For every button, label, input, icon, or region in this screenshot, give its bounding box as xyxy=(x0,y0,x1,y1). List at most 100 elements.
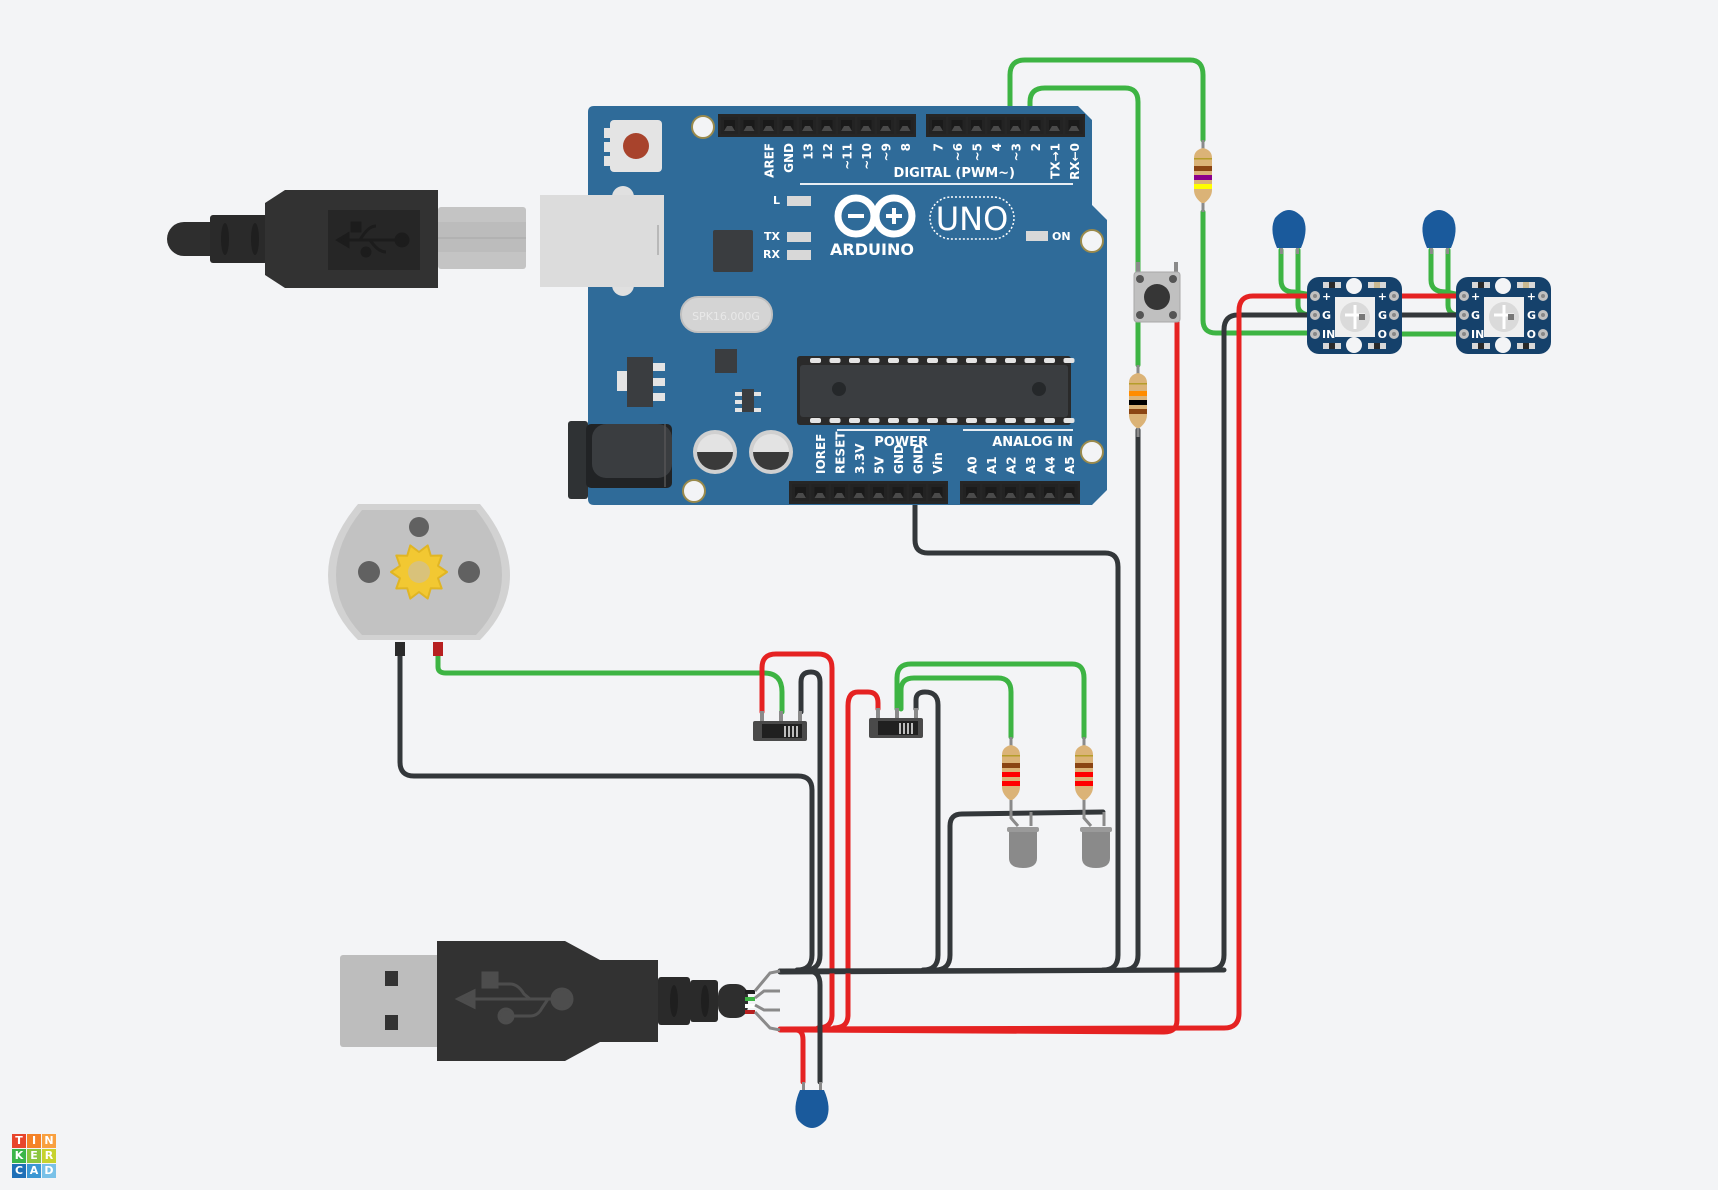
resistor-neopixel-data[interactable] xyxy=(1194,140,1212,212)
wire-black-usb-gnd[interactable] xyxy=(777,967,1227,974)
usb-a-cable[interactable] xyxy=(340,941,781,1061)
ceramic-capacitor-neopixel-1[interactable] xyxy=(1272,210,1306,254)
pin-label: 12 xyxy=(821,143,835,160)
power-header[interactable] xyxy=(789,481,948,504)
led-2[interactable] xyxy=(1080,805,1112,868)
header-pin[interactable] xyxy=(857,117,875,134)
led-label-tx: TX xyxy=(764,230,781,243)
header-pin[interactable] xyxy=(818,117,836,134)
header-pin[interactable] xyxy=(1046,117,1063,134)
wire-black-switch2[interactable] xyxy=(913,689,941,973)
neopixel-1[interactable]: +GIN+GO xyxy=(1307,277,1402,354)
led-1[interactable] xyxy=(1007,805,1039,868)
wire-black-resistor-gnd[interactable] xyxy=(1120,427,1141,973)
header-pin[interactable] xyxy=(889,484,907,501)
header-pin[interactable] xyxy=(792,484,809,501)
wire-green-pin2[interactable] xyxy=(1027,85,1141,275)
led-l xyxy=(787,196,811,206)
resistor-led-1[interactable] xyxy=(1002,737,1020,809)
pin-label: Vin xyxy=(931,452,945,474)
dc-motor[interactable] xyxy=(328,504,510,656)
digital-header-left[interactable] xyxy=(718,114,916,137)
wire-black-arduino-gnd[interactable] xyxy=(912,487,1121,973)
wire-green-switch2-led2[interactable] xyxy=(894,661,1087,740)
header-pin[interactable] xyxy=(968,117,985,134)
header-pin[interactable] xyxy=(870,484,887,501)
pin-label: A5 xyxy=(1063,456,1077,474)
resistor-button-pulldown[interactable] xyxy=(1129,365,1147,437)
header-pin[interactable] xyxy=(1065,117,1083,134)
power-header-label: POWER xyxy=(874,435,928,450)
wire-black-switch1[interactable] xyxy=(798,669,823,973)
wire-green-motor[interactable] xyxy=(435,652,785,715)
header-pin[interactable] xyxy=(963,484,980,501)
resistor-led-2[interactable] xyxy=(1075,737,1093,809)
pushbutton[interactable] xyxy=(1133,262,1181,323)
header-pin[interactable] xyxy=(721,117,738,134)
logo-letter: R xyxy=(42,1149,56,1163)
wire-red-button-5v[interactable] xyxy=(797,319,1180,1035)
header-pin[interactable] xyxy=(929,117,946,134)
pin-label: A4 xyxy=(1044,456,1058,474)
electrolytic-capacitor-1 xyxy=(693,430,737,474)
header-pin[interactable] xyxy=(850,484,868,501)
header-pin[interactable] xyxy=(1021,484,1039,501)
arduino-logo-icon xyxy=(834,194,916,238)
arduino-logo-signs xyxy=(848,208,902,224)
wire-red-usb-cap[interactable] xyxy=(777,1027,806,1085)
wire-black-motor[interactable] xyxy=(397,652,815,973)
reset-button[interactable] xyxy=(604,120,662,172)
digital-header-right[interactable] xyxy=(926,114,1085,137)
wire-green-neopixel-in[interactable] xyxy=(1200,209,1315,336)
header-pin[interactable] xyxy=(987,117,1005,134)
pin-label: 4 xyxy=(990,143,1004,151)
header-pin[interactable] xyxy=(811,484,829,501)
logo-letter: D xyxy=(42,1164,56,1178)
pin-label: 13 xyxy=(802,143,816,160)
header-pin[interactable] xyxy=(1002,484,1019,501)
wire-red-switch2[interactable] xyxy=(831,689,881,1031)
pin-label: TX→1 xyxy=(1049,143,1063,179)
usb-b-cable[interactable] xyxy=(167,190,526,288)
led-label-l: L xyxy=(773,194,780,207)
header-pin[interactable] xyxy=(928,484,946,501)
header-pin[interactable] xyxy=(838,117,855,134)
header-pin[interactable] xyxy=(1041,484,1058,501)
neopixel-pin-label-out: O xyxy=(1527,328,1536,341)
header-pin[interactable] xyxy=(1060,484,1078,501)
header-pin[interactable] xyxy=(877,117,894,134)
header-pin[interactable] xyxy=(831,484,848,501)
header-pin[interactable] xyxy=(1007,117,1024,134)
wire-green-pin3[interactable] xyxy=(1007,57,1206,143)
header-pin[interactable] xyxy=(779,117,797,134)
header-pin[interactable] xyxy=(799,117,816,134)
wire-red-switch1[interactable] xyxy=(759,651,835,1031)
header-pin[interactable] xyxy=(948,117,966,134)
pin-label: A0 xyxy=(966,456,980,474)
header-pin[interactable] xyxy=(909,484,926,501)
header-pin[interactable] xyxy=(740,117,758,134)
wire-green-switch2-led1[interactable] xyxy=(898,675,1014,740)
neopixel-2[interactable]: +GIN+GO xyxy=(1456,277,1551,354)
header-pin[interactable] xyxy=(760,117,777,134)
pin-label: ~10 xyxy=(860,143,874,170)
header-pin[interactable] xyxy=(982,484,1000,501)
wire-green-cap1-plus[interactable] xyxy=(1278,247,1315,298)
logo-letter: A xyxy=(27,1164,41,1178)
ceramic-capacitor-power[interactable] xyxy=(795,1082,829,1128)
ceramic-capacitor-neopixel-2[interactable] xyxy=(1422,210,1456,254)
neopixel-pin-label-in: IN xyxy=(1322,328,1335,341)
slide-switch-2[interactable] xyxy=(869,708,923,738)
header-pin[interactable] xyxy=(1026,117,1044,134)
wire-black-usb-cap[interactable] xyxy=(777,968,823,1085)
pin-label: A1 xyxy=(985,456,999,474)
analog-header[interactable] xyxy=(960,481,1080,504)
slide-switch-1[interactable] xyxy=(753,711,807,741)
dc-power-jack xyxy=(568,421,672,499)
pin-label: GND xyxy=(912,444,926,474)
wire-red-neo-5v[interactable] xyxy=(777,293,1315,1032)
header-pin[interactable] xyxy=(896,117,914,134)
